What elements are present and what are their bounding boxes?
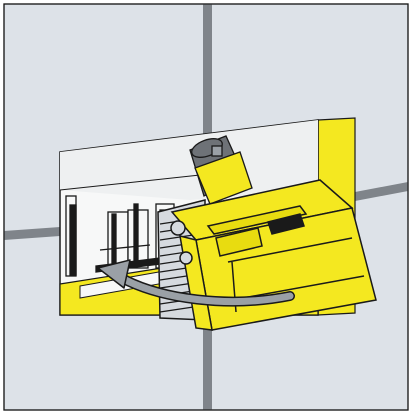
top-plate-ridge [206,205,308,235]
connector-slot [211,145,223,157]
rotation-arrow-shaft [114,272,294,305]
mechanism-crossbar [99,244,151,251]
rotation-arrow-head [97,259,131,289]
rotation-arrow [97,259,295,307]
screw-boss-top [170,220,186,236]
connector-collar [194,151,253,205]
yellow-device [157,179,377,331]
top-plate-clip [267,213,305,235]
mechanism-post-shadow [69,204,77,276]
grout-horizontal-right [355,182,408,201]
mechanism-rod-2 [133,203,139,267]
grout-horizontal-left [4,227,60,240]
front-latch [215,227,263,257]
front-rib-1 [227,237,353,263]
mechanism-rod-1 [111,213,117,269]
screw-boss-middle [179,251,193,265]
connector-tube [189,135,253,205]
illustration-border [3,3,409,411]
wall-box-interior [60,120,318,200]
interior-edge [59,174,201,191]
